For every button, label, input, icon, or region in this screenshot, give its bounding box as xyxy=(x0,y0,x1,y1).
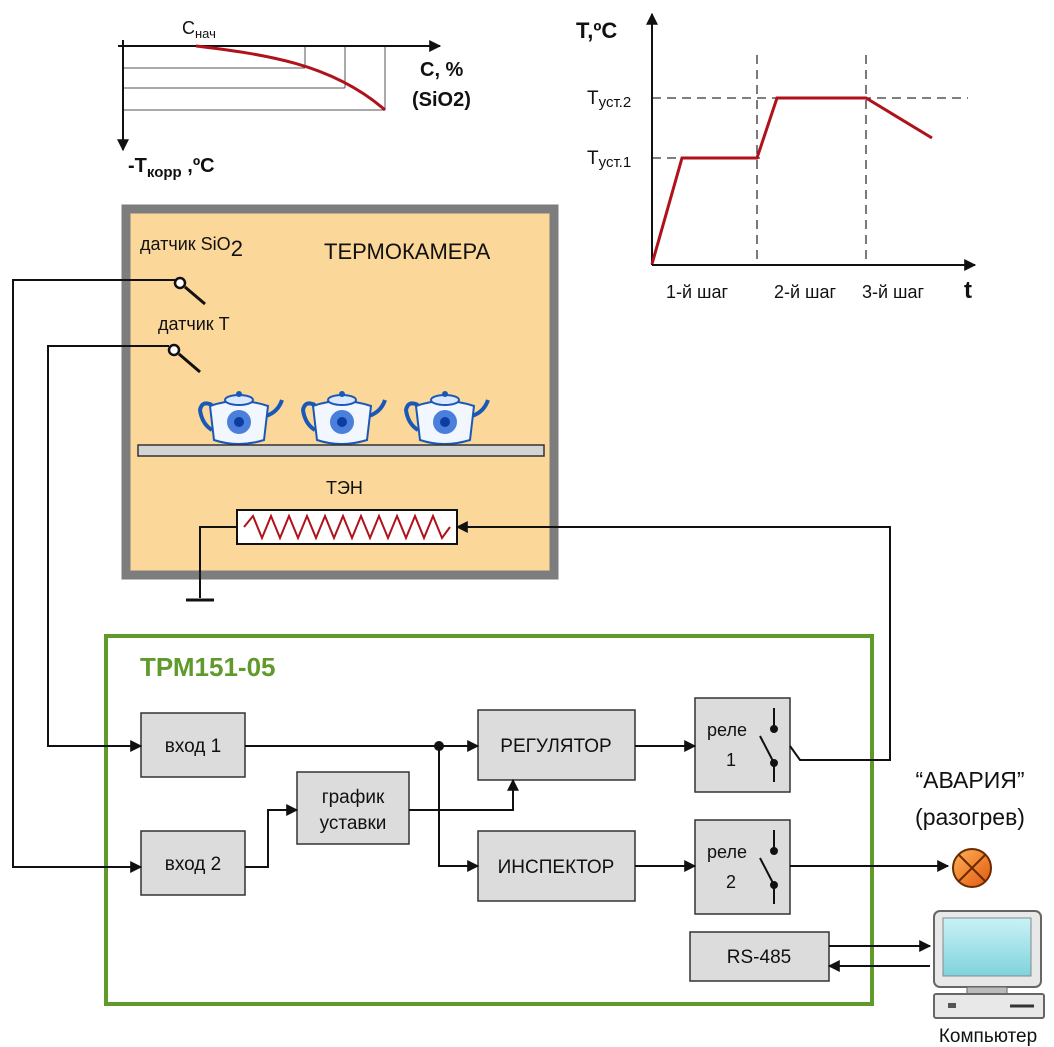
teapot-icon xyxy=(300,391,387,445)
wire-junction-to-inspector xyxy=(438,746,480,872)
device-frame xyxy=(104,634,874,1006)
c-start-label: Cнач xyxy=(182,18,216,41)
input-2-block xyxy=(140,830,246,896)
setpoint-2-label: Туст.2 xyxy=(587,88,631,111)
corrosion-graph: Cнач С, % (SiO2) -Ткорр ,ºС xyxy=(117,18,471,181)
sensor-t-label: датчик Т xyxy=(158,314,230,334)
relay-2-label: реле xyxy=(707,842,747,862)
device-trm151: ТРМ151-05 вход 1 вход 2 график уставки Р… xyxy=(104,634,874,1006)
alarm-lamp-icon xyxy=(952,848,992,888)
temperature-guides xyxy=(652,55,968,265)
wire-sensor-t-to-input-1 xyxy=(47,345,169,752)
alarm-label-2: (разогрев) xyxy=(915,804,1025,830)
sensor-sio2-icon xyxy=(173,276,206,306)
sensor-sio2-label: датчик SiO2 xyxy=(140,234,243,261)
temperature-graph: Т,ºС t Туст.2 Туст.1 1-й шаг 2-й шаг 3-й… xyxy=(576,12,977,304)
junction-dot xyxy=(434,741,444,751)
corrosion-x-axis-label: С, % xyxy=(420,59,464,81)
computer-icon xyxy=(933,910,1045,1019)
regulator-label: РЕГУЛЯТОР xyxy=(500,736,611,757)
input-1-label: вход 1 xyxy=(165,736,221,757)
inspector-block xyxy=(477,830,636,902)
ground-symbol xyxy=(186,526,237,602)
corrosion-curve xyxy=(195,44,386,112)
temperature-y-axis-label: Т,ºС xyxy=(576,18,617,43)
step-3-label: 3-й шаг xyxy=(862,282,925,302)
relay-2-contact-icon xyxy=(759,830,778,904)
wire-relay-1-to-heater xyxy=(455,521,891,761)
shelf xyxy=(137,444,545,457)
relay-1-contact-icon xyxy=(759,708,778,782)
teapot-icon xyxy=(197,391,284,445)
relay-1-block xyxy=(694,697,791,793)
rs485-block xyxy=(689,931,830,982)
device-title: ТРМ151-05 xyxy=(140,652,276,682)
inspector-label: ИНСПЕКТОР xyxy=(498,857,615,878)
relay-1-label: реле xyxy=(707,720,747,740)
sensor-t-icon xyxy=(167,343,201,374)
computer: Компьютер xyxy=(933,910,1045,1047)
chamber-title: ТЕРМОКАМЕРА xyxy=(324,239,491,264)
temperature-x-axis-label: t xyxy=(964,277,972,304)
input-2-label: вход 2 xyxy=(165,854,221,875)
wire-input-2-to-schedule xyxy=(245,804,299,868)
step-2-label: 2-й шаг xyxy=(774,282,837,302)
step-1-label: 1-й шаг xyxy=(666,282,729,302)
corrosion-y-axis-label: -Ткорр ,ºС xyxy=(128,155,215,181)
alarm: “АВАРИЯ” (разогрев) xyxy=(915,767,1025,888)
setpoint-1-label: Туст.1 xyxy=(587,148,631,171)
wire-schedule-to-regulator xyxy=(409,778,519,811)
heater-coil xyxy=(243,513,451,541)
relay-1-number: 1 xyxy=(726,750,736,770)
heater-label: ТЭН xyxy=(326,478,363,498)
computer-label: Компьютер xyxy=(939,1026,1037,1047)
schedule-label-1: график xyxy=(322,787,385,808)
corrosion-x-axis-label-2: (SiO2) xyxy=(412,89,471,111)
wire-sensor-sio2-to-input-2 xyxy=(12,279,175,873)
input-1-block xyxy=(140,712,246,778)
thermal-chamber: ТЕРМОКАМЕРА датчик SiO2 датчик Т xyxy=(121,204,559,580)
relay-2-number: 2 xyxy=(726,872,736,892)
teapot-icon xyxy=(403,391,490,445)
relay-2-block xyxy=(694,819,791,915)
corrosion-grid xyxy=(123,46,386,111)
rs485-label: RS-485 xyxy=(727,947,791,968)
temperature-program-curve xyxy=(650,96,933,265)
schedule-label-2: уставки xyxy=(320,813,387,834)
alarm-label-1: “АВАРИЯ” xyxy=(915,767,1024,793)
